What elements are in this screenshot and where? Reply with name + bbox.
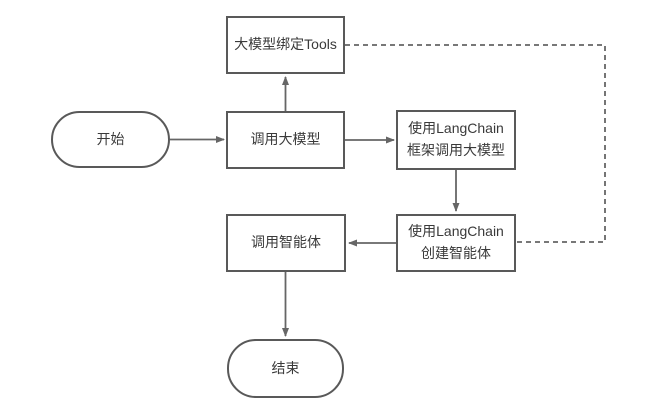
node-end-label: 结束 xyxy=(271,359,300,376)
node-langchain-agent-line1: 使用LangChain xyxy=(408,223,504,240)
node-start-label: 开始 xyxy=(96,130,125,147)
node-start: 开始 xyxy=(51,111,170,168)
node-end: 结束 xyxy=(227,339,344,398)
node-langchain-call-line2: 框架调用大模型 xyxy=(407,142,505,158)
dashed-connector-bind-tools-to-langchain-agent xyxy=(345,44,606,243)
node-bind-tools: 大模型绑定Tools xyxy=(226,16,345,74)
node-langchain-call: 使用LangChain 框架调用大模型 xyxy=(396,110,516,170)
node-call-agent: 调用智能体 xyxy=(226,214,346,272)
node-call-model: 调用大模型 xyxy=(226,111,345,169)
node-langchain-call-line1: 使用LangChain xyxy=(408,120,504,137)
node-langchain-agent-line2: 创建智能体 xyxy=(421,245,491,261)
node-langchain-agent: 使用LangChain 创建智能体 xyxy=(396,214,516,272)
node-bind-tools-label: 大模型绑定Tools xyxy=(234,36,337,53)
node-call-model-label: 调用大模型 xyxy=(250,131,321,148)
node-call-agent-label: 调用智能体 xyxy=(251,234,321,251)
